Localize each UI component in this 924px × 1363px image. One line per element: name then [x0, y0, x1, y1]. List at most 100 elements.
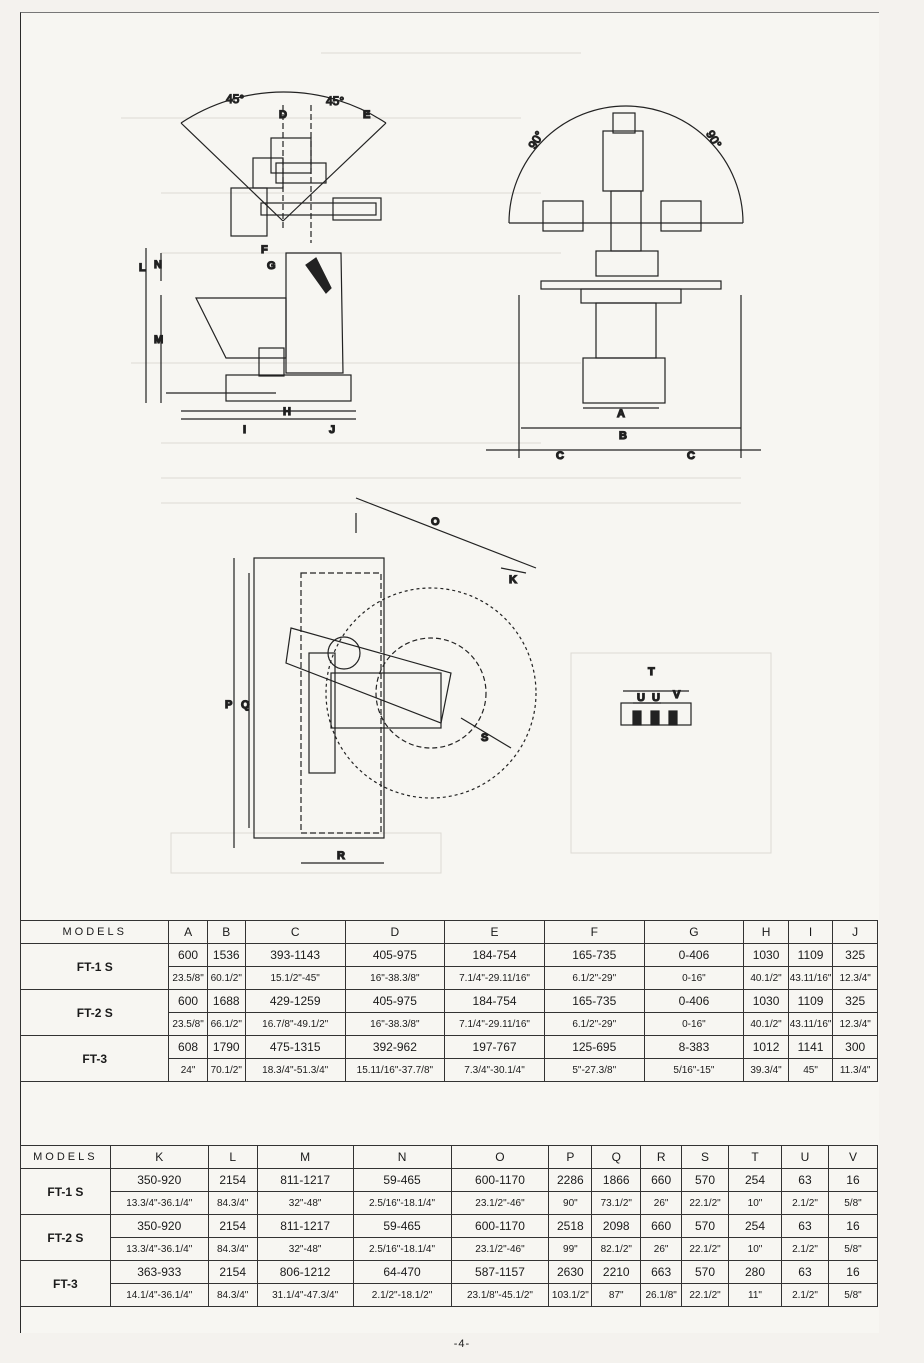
metric-value-cell: 325 [832, 989, 878, 1013]
metric-value-cell: 2286 [548, 1168, 593, 1192]
imperial-value-cell: 32"-48" [256, 1237, 354, 1261]
side-elevation-view [145, 91, 387, 420]
imperial-value-cell: 23.1/2"-46" [450, 1237, 550, 1261]
metric-value-cell: 363-933 [109, 1260, 209, 1284]
metric-value-cell: 0-406 [643, 989, 745, 1013]
imperial-value-cell: 2.5/16"-18.1/4" [352, 1237, 452, 1261]
imperial-value-cell: 43.11/16" [787, 966, 834, 990]
dim-label-e: E [363, 109, 370, 121]
table-row-imperial: 13.3/4"-36.1/4"84.3/4"32"-48"2.5/16"-18.… [21, 1237, 879, 1261]
imperial-value-cell: 40.1/2" [743, 1012, 789, 1036]
imperial-value-cell: 26.1/8" [640, 1283, 683, 1307]
imperial-value-cell: 23.5/8" [168, 966, 208, 990]
imperial-value-cell: 18.3/4"-51.3/4" [244, 1058, 346, 1082]
imperial-value-cell: 31.1/4"-47.3/4" [256, 1283, 354, 1307]
imperial-value-cell: 16"-38.3/8" [344, 966, 446, 990]
dim-label-k: K [509, 574, 517, 586]
imperial-value-cell: 2.1/2" [781, 1191, 829, 1215]
metric-value-cell: 2154 [207, 1168, 258, 1192]
imperial-value-cell: 39.3/4" [743, 1058, 789, 1082]
metric-value-cell: 2630 [548, 1260, 593, 1284]
column-header-cell: S [681, 1145, 729, 1169]
imperial-value-cell: 6.1/2"-29" [543, 966, 645, 990]
column-header-cell: D [344, 920, 446, 944]
imperial-value-cell: 32"-48" [256, 1191, 354, 1215]
dim-label-u-2: U [652, 692, 660, 704]
metric-value-cell: 197-767 [444, 1035, 545, 1059]
column-header-cell: P [548, 1145, 593, 1169]
table-row-imperial: 13.3/4"-36.1/4"84.3/4"32"-48"2.5/16"-18.… [21, 1191, 879, 1215]
metric-value-cell: 405-975 [344, 989, 446, 1013]
metric-value-cell: 600-1170 [450, 1214, 550, 1238]
metric-value-cell: 1030 [743, 943, 789, 967]
imperial-value-cell: 11.3/4" [832, 1058, 878, 1082]
imperial-value-cell: 16"-38.3/8" [344, 1012, 446, 1036]
table-row-imperial: 23.5/8"66.1/2"16.7/8"-49.1/2"16"-38.3/8"… [21, 1012, 878, 1036]
metric-value-cell: 570 [681, 1214, 729, 1238]
table-row-imperial: 23.5/8"60.1/2"15.1/2"-45"16"-38.3/8"7.1/… [21, 966, 878, 990]
angle-label: 45° [326, 94, 344, 108]
table-row-imperial: 24"70.1/2"18.3/4"-51.3/4"15.11/16"-37.7/… [21, 1058, 878, 1082]
metric-value-cell: 405-975 [344, 943, 446, 967]
metric-value-cell: 1536 [206, 943, 246, 967]
imperial-value-cell: 7.1/4"-29.11/16" [444, 1012, 545, 1036]
models-header-cell: MODELS [19, 920, 170, 944]
dim-label-u-1: U [637, 692, 645, 704]
metric-value-cell: 125-695 [543, 1035, 645, 1059]
imperial-value-cell: 84.3/4" [207, 1191, 258, 1215]
imperial-value-cell: 60.1/2" [206, 966, 246, 990]
metric-value-cell: 254 [727, 1214, 783, 1238]
column-header-cell: O [450, 1145, 550, 1169]
imperial-value-cell: 66.1/2" [206, 1012, 246, 1036]
imperial-value-cell: 2.5/16"-18.1/4" [352, 1191, 452, 1215]
model-name-cell: FT-1 S [19, 943, 170, 990]
column-header-cell: C [244, 920, 346, 944]
column-header-cell: T [727, 1145, 783, 1169]
dim-label-b: B [619, 430, 627, 442]
metric-value-cell: 570 [681, 1260, 729, 1284]
column-header-cell: M [256, 1145, 354, 1169]
metric-value-cell: 1141 [787, 1035, 834, 1059]
dim-label-j: J [329, 424, 335, 436]
imperial-value-cell: 11" [727, 1283, 783, 1307]
metric-value-cell: 806-1212 [256, 1260, 354, 1284]
metric-value-cell: 600 [168, 989, 208, 1013]
metric-value-cell: 811-1217 [256, 1214, 354, 1238]
dim-label-v: V [673, 689, 681, 701]
metric-value-cell: 325 [832, 943, 878, 967]
imperial-value-cell: 84.3/4" [207, 1283, 258, 1307]
model-name-cell: FT-3 [19, 1035, 170, 1082]
imperial-value-cell: 0-16" [643, 966, 745, 990]
imperial-value-cell: 82.1/2" [591, 1237, 642, 1261]
column-header-cell: N [352, 1145, 452, 1169]
imperial-value-cell: 26" [640, 1191, 683, 1215]
imperial-value-cell: 73.1/2" [591, 1191, 642, 1215]
imperial-value-cell: 10" [727, 1237, 783, 1261]
metric-value-cell: 429-1259 [244, 989, 346, 1013]
dim-label-d: D [279, 109, 287, 121]
column-header-cell: E [444, 920, 545, 944]
imperial-value-cell: 12.3/4" [832, 1012, 878, 1036]
imperial-value-cell: 5/16"-15" [643, 1058, 745, 1082]
imperial-value-cell: 22.1/2" [681, 1237, 729, 1261]
metric-value-cell: 660 [640, 1168, 683, 1192]
column-header-cell: F [543, 920, 645, 944]
metric-value-cell: 393-1143 [244, 943, 346, 967]
metric-value-cell: 59-465 [352, 1168, 452, 1192]
metric-value-cell: 1866 [591, 1168, 642, 1192]
metric-value-cell: 811-1217 [256, 1168, 354, 1192]
models-header-cell: MODELS [20, 1145, 111, 1169]
imperial-value-cell: 23.1/8"-45.1/2" [450, 1283, 550, 1307]
metric-value-cell: 587-1157 [450, 1260, 550, 1284]
metric-value-cell: 300 [832, 1035, 878, 1059]
angle-label: 90° [525, 129, 546, 152]
column-header-cell: J [832, 920, 878, 944]
metric-value-cell: 660 [640, 1214, 683, 1238]
dim-label-g: G [267, 260, 276, 272]
dim-label-o: O [431, 516, 440, 528]
model-name-cell: FT-2 S [19, 989, 170, 1036]
